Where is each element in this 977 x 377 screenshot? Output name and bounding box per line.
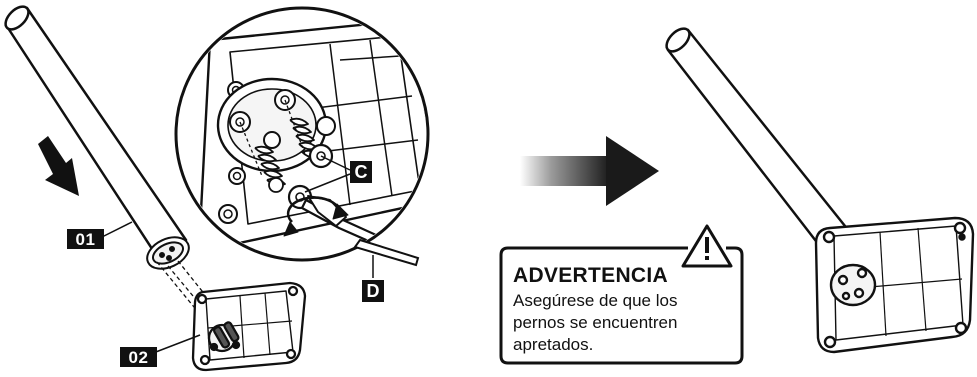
warning-line-1: Asegúrese de que los	[513, 291, 678, 310]
motion-arrow-icon	[38, 136, 79, 196]
warning-line-3: apretados.	[513, 335, 594, 354]
base-plate-02	[191, 281, 307, 372]
tool-c-label: C	[350, 161, 372, 183]
assembled-base	[814, 216, 975, 354]
warning-box	[499, 246, 744, 365]
warning-line-2: pernos se encuentren	[513, 313, 678, 332]
detail-zoom	[174, 6, 430, 278]
pole-01	[4, 5, 188, 260]
tool-d-label: D	[362, 280, 384, 302]
part-01-label: 01	[67, 229, 104, 249]
warning-triangle-icon	[681, 224, 733, 268]
part-02-label: 02	[120, 347, 157, 367]
leader-01	[101, 221, 133, 238]
warning-message: Asegúrese de que los pernos se encuentre…	[513, 290, 738, 356]
next-step-arrow-icon	[520, 136, 659, 206]
warning-title: ADVERTENCIA	[513, 264, 668, 287]
assembled-pole	[665, 27, 855, 256]
